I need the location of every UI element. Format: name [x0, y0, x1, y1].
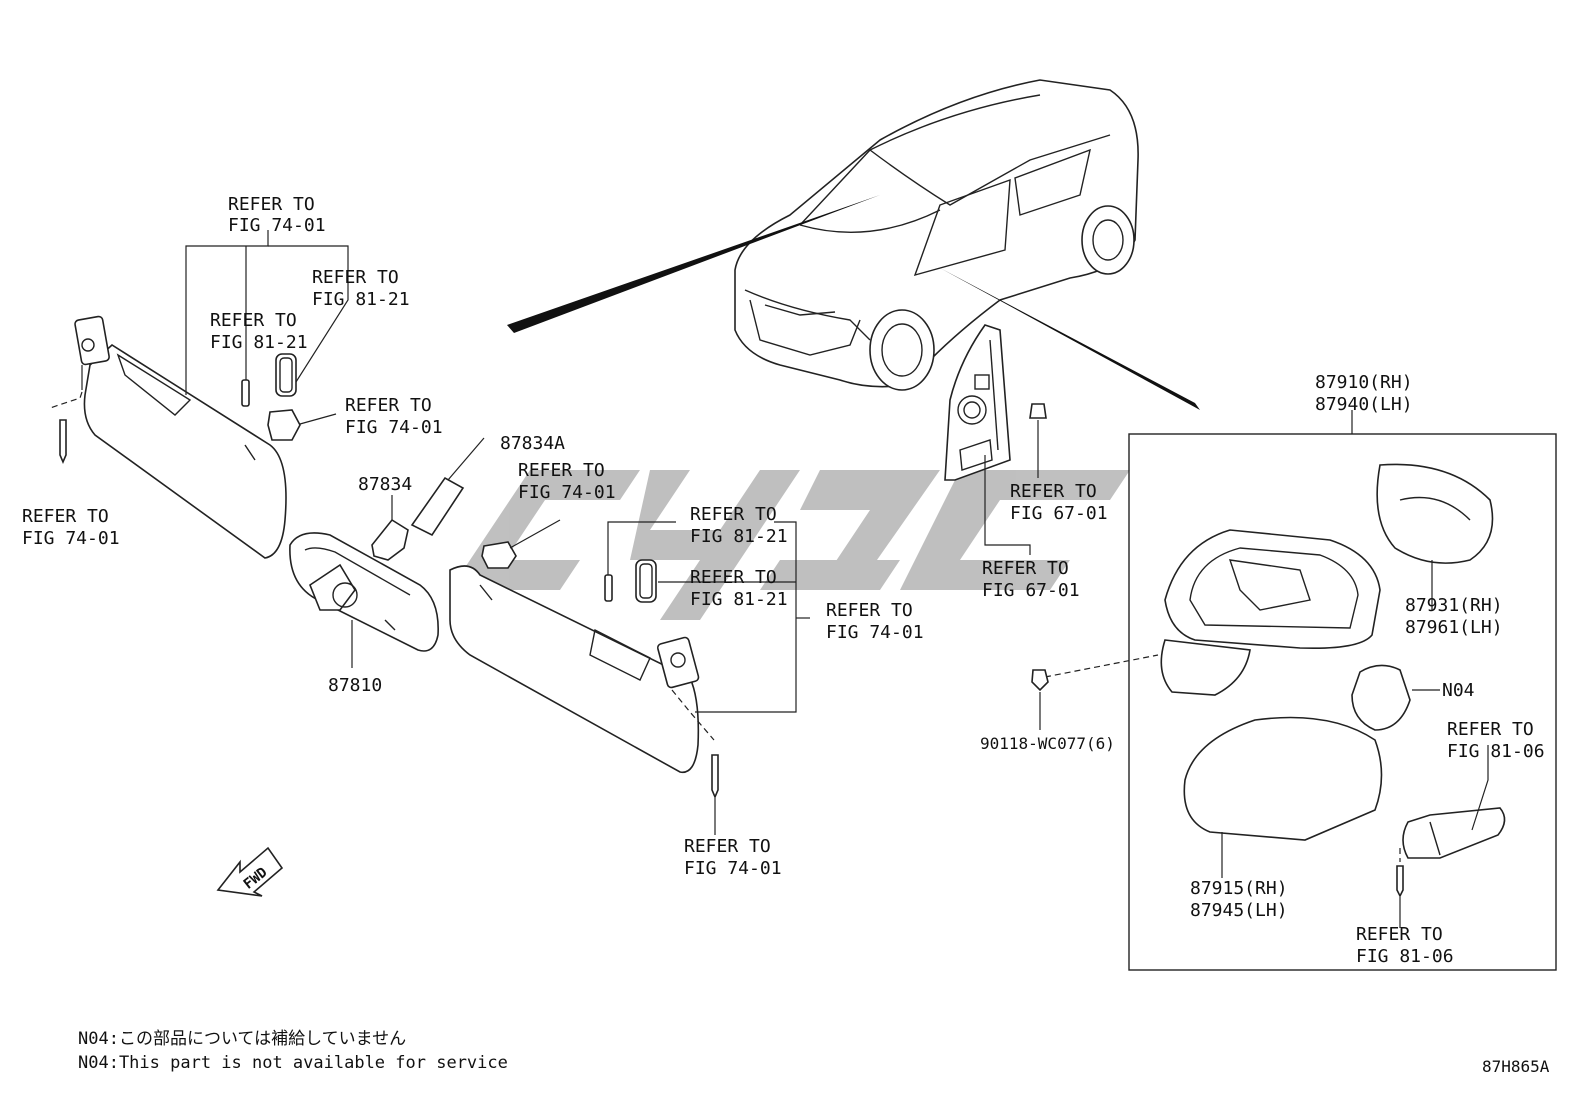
svg-text:FIG 81-21: FIG 81-21: [210, 332, 308, 353]
label-N04: N04: [1442, 680, 1475, 701]
svg-text:REFER TO: REFER TO: [690, 567, 777, 588]
pointer-wedge-left: [507, 195, 880, 333]
svg-text:FIG 74-01: FIG 74-01: [826, 622, 924, 643]
visor-clip-mid: [481, 519, 561, 569]
svg-text:FIG 67-01: FIG 67-01: [982, 580, 1080, 601]
svg-text:REFER TO: REFER TO: [518, 460, 605, 481]
label-87834A: 87834A: [500, 433, 565, 454]
svg-text:REFER TO: REFER TO: [228, 194, 315, 215]
svg-text:FIG 81-21: FIG 81-21: [690, 526, 788, 547]
svg-text:87961(LH): 87961(LH): [1405, 617, 1503, 638]
mirror-base-garnish: [944, 324, 1047, 555]
svg-text:REFER TO: REFER TO: [312, 267, 399, 288]
svg-text:REFER TO: REFER TO: [210, 310, 297, 331]
svg-text:FIG 74-01: FIG 74-01: [518, 482, 616, 503]
sun-visor-left: [49, 315, 287, 559]
svg-text:87940(LH): 87940(LH): [1315, 394, 1413, 415]
sun-visor-right: [449, 565, 719, 835]
label-refer-74-01-clip-mid: REFER TO FIG 74-01: [518, 460, 616, 503]
svg-text:FIG 74-01: FIG 74-01: [228, 215, 326, 236]
label-refer-81-21-d: REFER TO FIG 81-21: [690, 567, 788, 610]
label-refer-74-01-right: REFER TO FIG 74-01: [826, 600, 924, 643]
svg-text:FIG 81-06: FIG 81-06: [1447, 741, 1545, 762]
label-refer-67-01-b: REFER TO FIG 67-01: [982, 558, 1080, 601]
label-87910: 87910(RH) 87940(LH): [1315, 372, 1413, 415]
label-refer-74-01-screw-left: REFER TO FIG 74-01: [22, 506, 120, 549]
label-87834: 87834: [358, 474, 412, 495]
svg-text:REFER TO: REFER TO: [22, 506, 109, 527]
label-87931: 87931(RH) 87961(LH): [1405, 595, 1503, 638]
label-87915: 87915(RH) 87945(LH): [1190, 878, 1288, 921]
mirror-motor-N04: [1351, 664, 1440, 731]
svg-text:REFER TO: REFER TO: [1447, 719, 1534, 740]
nut-90118: [1031, 669, 1049, 730]
footnote-jp: N04:この部品については補給していません: [78, 1029, 406, 1049]
label-refer-74-01-clip-left: REFER TO FIG 74-01: [345, 395, 443, 438]
mirror-bracket-87834: [371, 495, 409, 561]
label-refer-81-06-a: REFER TO FIG 81-06: [1447, 719, 1545, 762]
svg-text:REFER TO: REFER TO: [345, 395, 432, 416]
svg-text:REFER TO: REFER TO: [690, 504, 777, 525]
svg-text:FIG 67-01: FIG 67-01: [1010, 503, 1108, 524]
pointer-wedge-right: [940, 268, 1200, 410]
svg-text:87910(RH): 87910(RH): [1315, 372, 1413, 393]
mirror-cover-87834A: [410, 437, 485, 537]
svg-text:87945(LH): 87945(LH): [1190, 900, 1288, 921]
svg-text:REFER TO: REFER TO: [684, 836, 771, 857]
label-refer-81-06-b: REFER TO FIG 81-06: [1356, 924, 1454, 967]
turn-signal-lamp: [1396, 745, 1506, 928]
figure-code: 87H865A: [1482, 1057, 1550, 1076]
rear-view-mirror: [289, 532, 439, 668]
label-refer-81-21-c: REFER TO FIG 81-21: [690, 504, 788, 547]
label-refer-81-21-a: REFER TO FIG 81-21: [312, 267, 410, 310]
mirror-cover-87915: [1183, 716, 1383, 878]
svg-text:FIG 81-21: FIG 81-21: [312, 289, 410, 310]
svg-text:REFER TO: REFER TO: [982, 558, 1069, 579]
svg-text:REFER TO: REFER TO: [1356, 924, 1443, 945]
fwd-arrow-icon: FWD: [216, 846, 284, 897]
label-refer-74-01-screw-right: REFER TO FIG 74-01: [684, 836, 782, 879]
svg-text:REFER TO: REFER TO: [1010, 481, 1097, 502]
label-90118: 90118-WC077(6): [980, 734, 1115, 753]
svg-text:FIG 74-01: FIG 74-01: [684, 858, 782, 879]
svg-text:REFER TO: REFER TO: [826, 600, 913, 621]
visor-parts-left: [241, 353, 301, 441]
svg-text:FIG 74-01: FIG 74-01: [22, 528, 120, 549]
label-refer-81-21-b: REFER TO FIG 81-21: [210, 310, 308, 353]
svg-text:87915(RH): 87915(RH): [1190, 878, 1288, 899]
visor-parts-right: [604, 559, 657, 603]
vehicle-illustration: [507, 79, 1200, 410]
svg-text:FIG 74-01: FIG 74-01: [345, 417, 443, 438]
label-refer-74-01-top: REFER TO FIG 74-01: [228, 194, 326, 236]
footnote-en: N04:This part is not available for servi…: [78, 1053, 508, 1073]
svg-text:FIG 81-21: FIG 81-21: [690, 589, 788, 610]
svg-text:FIG 81-06: FIG 81-06: [1356, 946, 1454, 967]
outer-mirror-housing: [1044, 529, 1381, 696]
mirror-glass: [1376, 463, 1494, 610]
label-refer-67-01-a: REFER TO FIG 67-01: [1010, 481, 1108, 524]
label-87810: 87810: [328, 675, 382, 696]
mirror-assembly-frame: [1128, 433, 1557, 971]
leaders-left: [185, 230, 349, 425]
svg-text:87931(RH): 87931(RH): [1405, 595, 1503, 616]
leaders-right: [607, 521, 810, 713]
